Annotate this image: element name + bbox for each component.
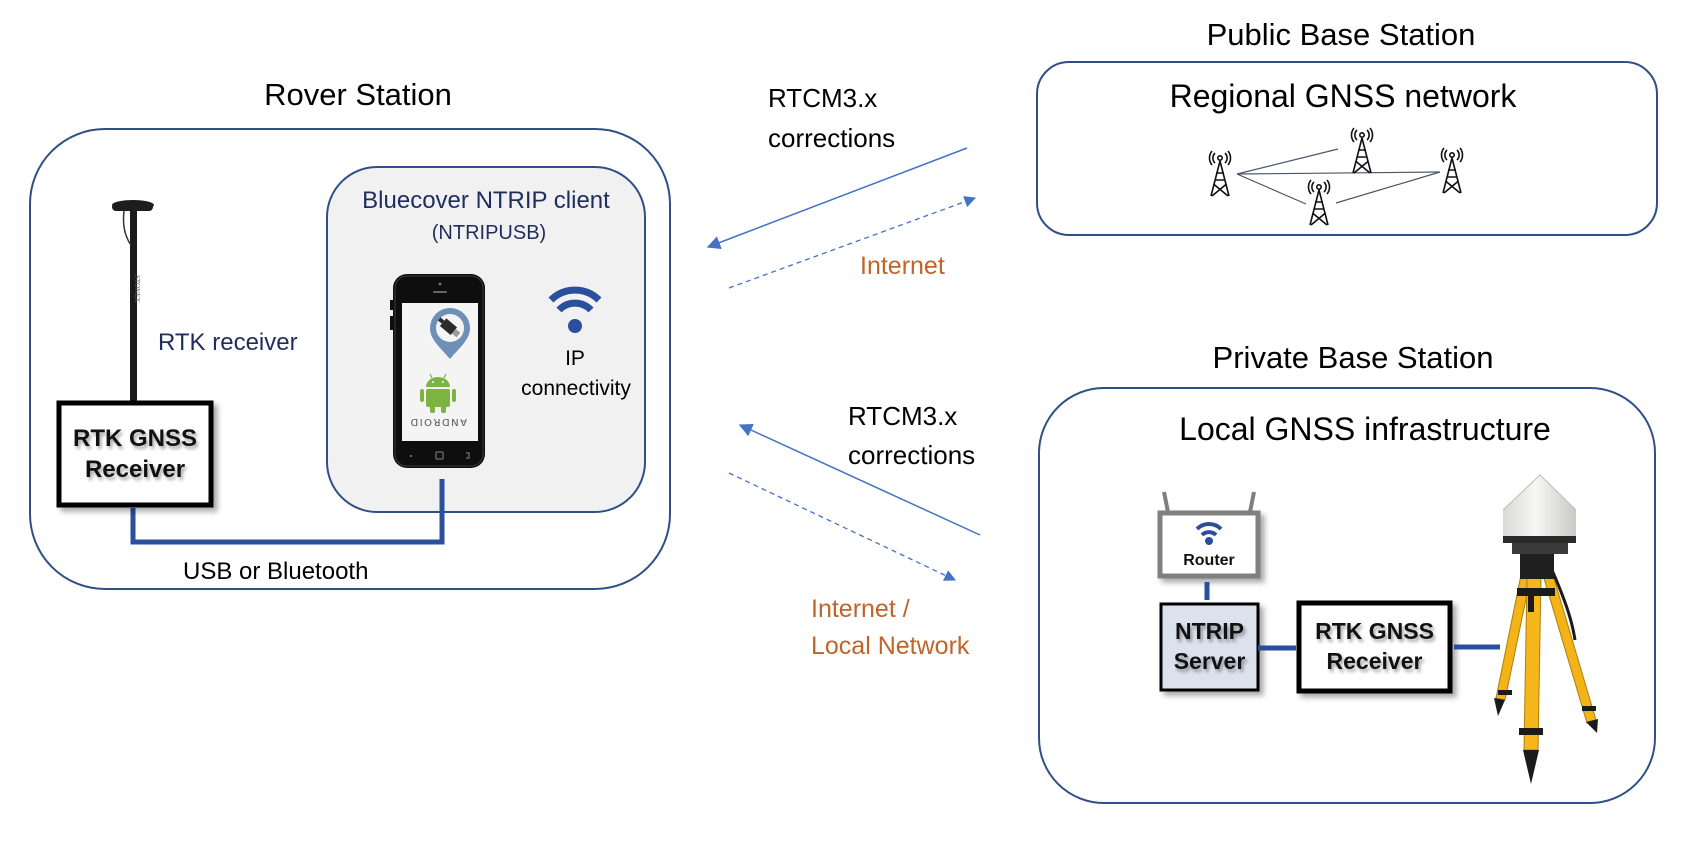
- router-label: Router: [1183, 552, 1235, 569]
- radio-tower-icon: [1307, 179, 1331, 226]
- ntrip-server-line1: NTRIP: [1175, 618, 1244, 645]
- private-rtk-receiver-label: RTK GNSS Receiver: [1299, 603, 1450, 691]
- public-corrections-label: corrections: [768, 123, 896, 153]
- rover-rtk-line2: Receiver: [84, 456, 186, 483]
- public-base-station-box: [1036, 61, 1658, 236]
- public-request-arrow: [728, 196, 977, 289]
- private-rtcm-label: RTCM3.x: [848, 401, 958, 431]
- private-request-arrow: [728, 472, 957, 581]
- private-rtk-line2: Receiver: [1326, 648, 1423, 674]
- android-wordmark: ANDROID: [409, 416, 467, 427]
- rover-station-title: Rover Station: [264, 77, 452, 112]
- private-rtk-line1: RTK GNSS: [1315, 618, 1434, 645]
- radio-tower-icon: [1350, 127, 1374, 174]
- rover-antenna-icon: STONEX: [112, 200, 154, 401]
- smartphone-icon: [390, 274, 485, 468]
- router-icon: [1157, 491, 1261, 579]
- android-logo-icon: [420, 373, 456, 413]
- local-network-label: Local Network: [811, 632, 970, 660]
- usb-bluetooth-cable: [130, 479, 445, 545]
- tripod-antenna-icon: [1494, 474, 1598, 784]
- radio-tower-icon: [1208, 150, 1232, 197]
- rover-rtk-line1: RTK GNSS: [72, 424, 197, 452]
- wifi-icon: [548, 286, 602, 333]
- radio-tower-icon: [1440, 147, 1464, 194]
- public-rtcm-label: RTCM3.x: [768, 83, 878, 113]
- ntrip-client-title: Bluecover NTRIP client: [362, 187, 610, 214]
- internet-label: Internet: [860, 252, 945, 280]
- ntrip-client-subtitle: (NTRIPUSB): [431, 222, 547, 244]
- ip-label: IP: [565, 347, 585, 370]
- regional-network-title: Regional GNSS network: [1169, 78, 1517, 114]
- rover-rtk-receiver-label: RTK GNSS Receiver: [59, 403, 211, 505]
- tower-links: [1236, 148, 1441, 205]
- private-base-station-title: Private Base Station: [1212, 340, 1494, 375]
- usb-bluetooth-label: USB or Bluetooth: [183, 558, 369, 585]
- ntrip-server-label: NTRIP Server: [1161, 604, 1258, 690]
- ntrip-server-line2: Server: [1173, 648, 1246, 674]
- local-infrastructure-title: Local GNSS infrastructure: [1179, 411, 1551, 447]
- rtk-receiver-label: RTK receiver: [158, 329, 298, 356]
- private-corrections-arrow: [738, 423, 981, 536]
- svg-text:STONEX: STONEX: [133, 275, 141, 302]
- connectivity-label: connectivity: [521, 377, 631, 400]
- private-corrections-label: corrections: [848, 440, 976, 470]
- public-base-station-title: Public Base Station: [1206, 17, 1476, 52]
- rover-rtk-receiver-box: [56, 400, 214, 508]
- ntripusb-app-icon: [430, 308, 470, 359]
- private-rtk-receiver-box: [1296, 600, 1453, 694]
- ntrip-client-panel: [326, 166, 646, 513]
- internet-local-label: Internet /: [811, 595, 910, 623]
- public-corrections-arrow: [706, 147, 968, 249]
